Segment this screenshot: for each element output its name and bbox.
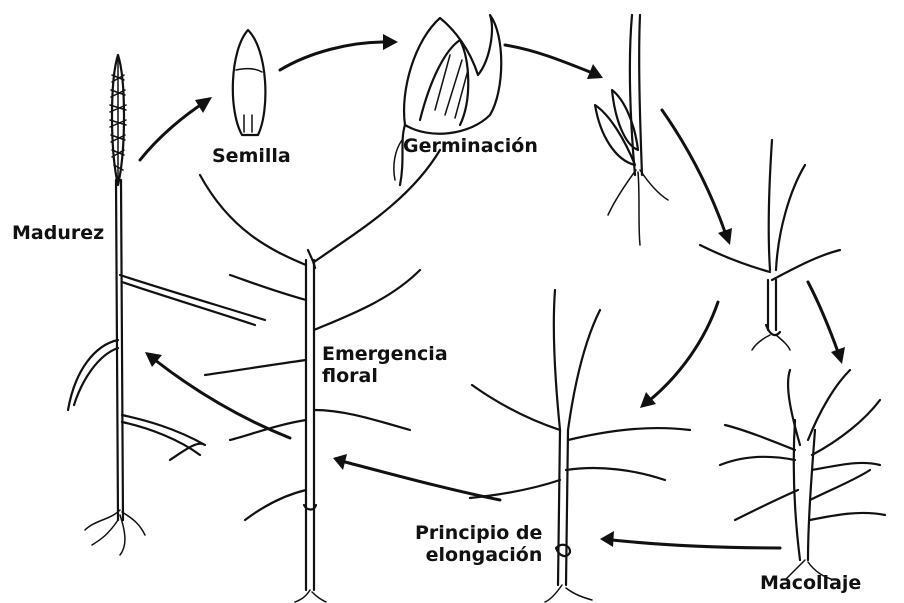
arrow-icon [650, 302, 718, 400]
arrow-icon [383, 34, 398, 50]
label-emergencia-line2: floral [322, 365, 448, 387]
arrow-icon [195, 97, 212, 113]
label-emergencia-line1: Emergencia [322, 343, 448, 365]
young-plant-icon [700, 140, 840, 350]
arrow-icon [718, 228, 732, 245]
arrow-icon [662, 110, 725, 232]
label-emergencia-floral: Emergencia floral [322, 343, 448, 387]
arrow-icon [280, 42, 385, 70]
arrow-icon [600, 531, 614, 547]
label-principio-line1: Principio de [415, 522, 542, 544]
arrow-icon [333, 454, 347, 470]
arrow-icon [640, 392, 656, 408]
arrow-icon [505, 45, 590, 72]
arrow-icon [831, 347, 845, 364]
arrow-icon [612, 540, 780, 548]
label-madurez: Madurez [12, 222, 104, 244]
seedling-icon [595, 15, 668, 245]
germinating-seed-icon [394, 15, 501, 185]
label-principio-elongacion: Principio de elongación [415, 522, 542, 566]
label-germinacion: Germinación [403, 135, 538, 157]
arrow-icon [140, 102, 205, 160]
label-principio-line2: elongación [415, 544, 542, 566]
arrow-icon [345, 462, 500, 500]
seed-icon [233, 30, 266, 135]
label-semilla: Semilla [212, 145, 291, 167]
arrow-icon [808, 282, 838, 352]
label-macollaje: Macollaje [760, 572, 861, 594]
